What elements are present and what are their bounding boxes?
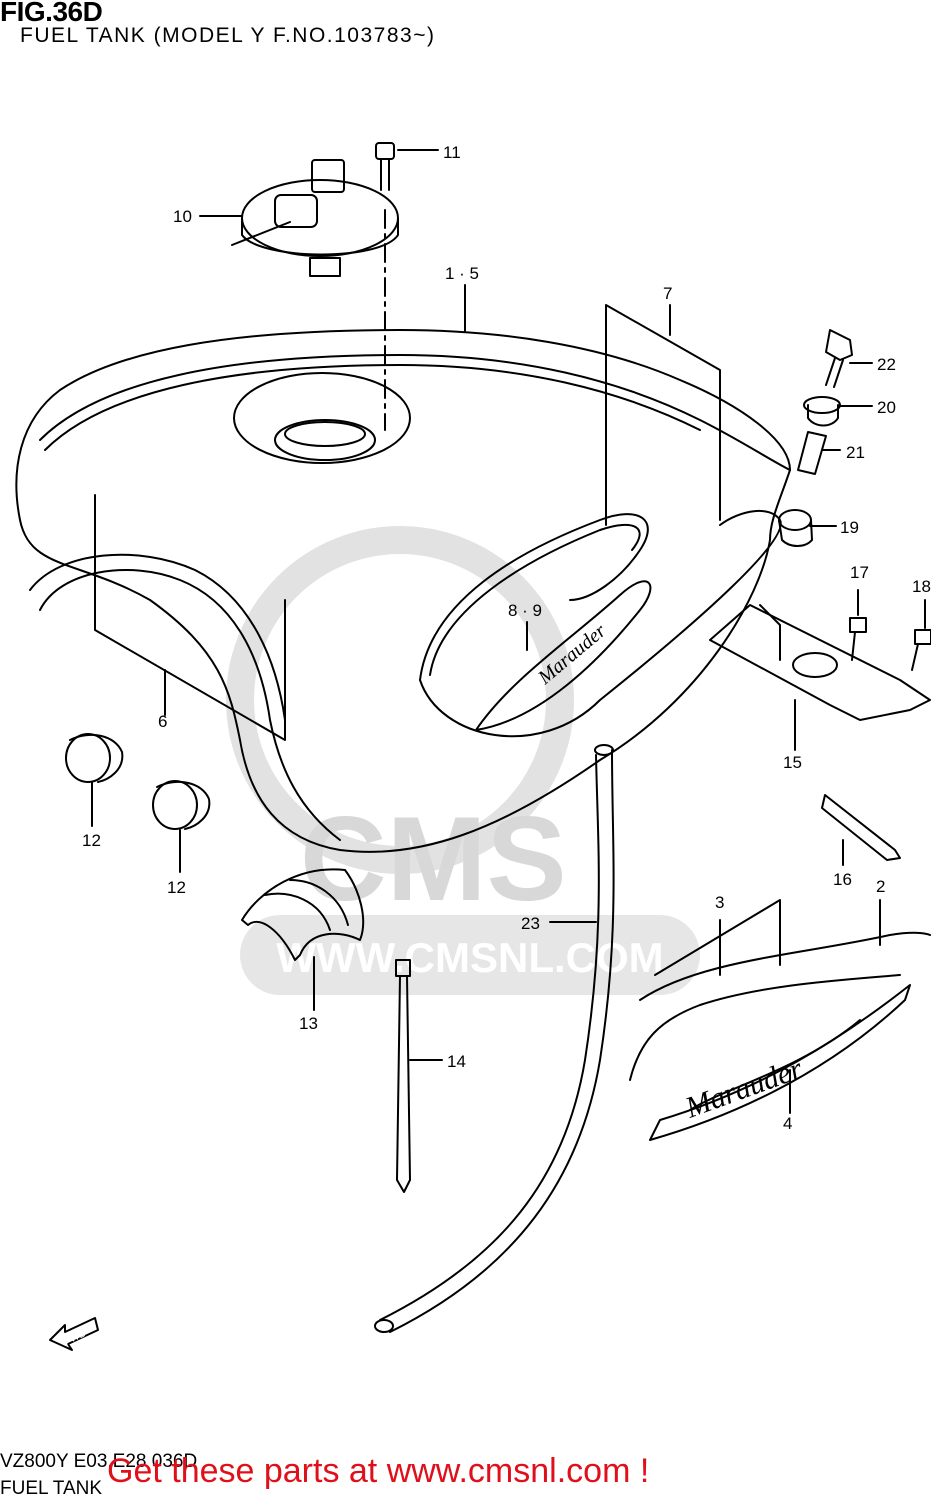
watermark-url: WWW.CMSNL.COM bbox=[276, 934, 663, 981]
callout-10: 10 bbox=[173, 207, 192, 226]
callout-4: 4 bbox=[783, 1114, 792, 1133]
callout-21: 21 bbox=[846, 443, 865, 462]
shop-link[interactable]: Get these parts at www.cmsnl.com ! bbox=[107, 1452, 650, 1490]
fwd-arrow bbox=[49, 1317, 99, 1351]
callout-20: 20 bbox=[877, 398, 896, 417]
watermark-brand: CMS bbox=[300, 792, 567, 926]
callout-12a: 12 bbox=[82, 831, 101, 850]
fuel-cap bbox=[231, 159, 399, 277]
leader-lines bbox=[91, 149, 926, 1114]
callout-19: 19 bbox=[840, 518, 859, 537]
bolt-11 bbox=[375, 142, 395, 191]
callout-7: 7 bbox=[663, 284, 672, 303]
footer-title: FUEL TANK bbox=[0, 1478, 103, 1499]
cable-tie-14 bbox=[395, 959, 411, 1193]
fuel-tank bbox=[15, 329, 791, 853]
callouts: 11 10 1 · 5 7 22 20 21 19 17 18 8 · 9 6 … bbox=[82, 143, 931, 1133]
callout-14: 14 bbox=[447, 1052, 466, 1071]
callout-3: 3 bbox=[715, 893, 724, 912]
callout-16: 16 bbox=[833, 870, 852, 889]
strip-16 bbox=[821, 794, 901, 861]
callout-13: 13 bbox=[299, 1014, 318, 1033]
figure-number: FIG.36D bbox=[0, 0, 103, 27]
damper-12 bbox=[65, 733, 211, 830]
callout-18: 18 bbox=[912, 577, 931, 596]
tank-bracket bbox=[709, 604, 931, 721]
hose-23 bbox=[374, 744, 615, 1333]
cushion-13 bbox=[241, 868, 365, 961]
emblem-set bbox=[629, 931, 931, 1141]
callout-23: 23 bbox=[521, 914, 540, 933]
callout-17: 17 bbox=[850, 563, 869, 582]
callout-8-9: 8 · 9 bbox=[508, 601, 542, 620]
callout-6: 6 bbox=[158, 712, 167, 731]
callout-11: 11 bbox=[443, 143, 461, 162]
callout-15: 15 bbox=[783, 753, 802, 772]
callout-1-5: 1 · 5 bbox=[445, 264, 479, 283]
figure-title: FUEL TANK (MODEL Y F.NO.103783~) bbox=[20, 24, 436, 47]
mount-hardware bbox=[778, 329, 853, 547]
callout-12b: 12 bbox=[167, 878, 186, 897]
callout-22: 22 bbox=[877, 355, 896, 374]
watermark: CMS WWW.CMSNL.COM bbox=[226, 526, 700, 995]
callout-2: 2 bbox=[876, 877, 885, 896]
figure-code: VZ800Y E03,E28 036D bbox=[0, 1451, 198, 1472]
